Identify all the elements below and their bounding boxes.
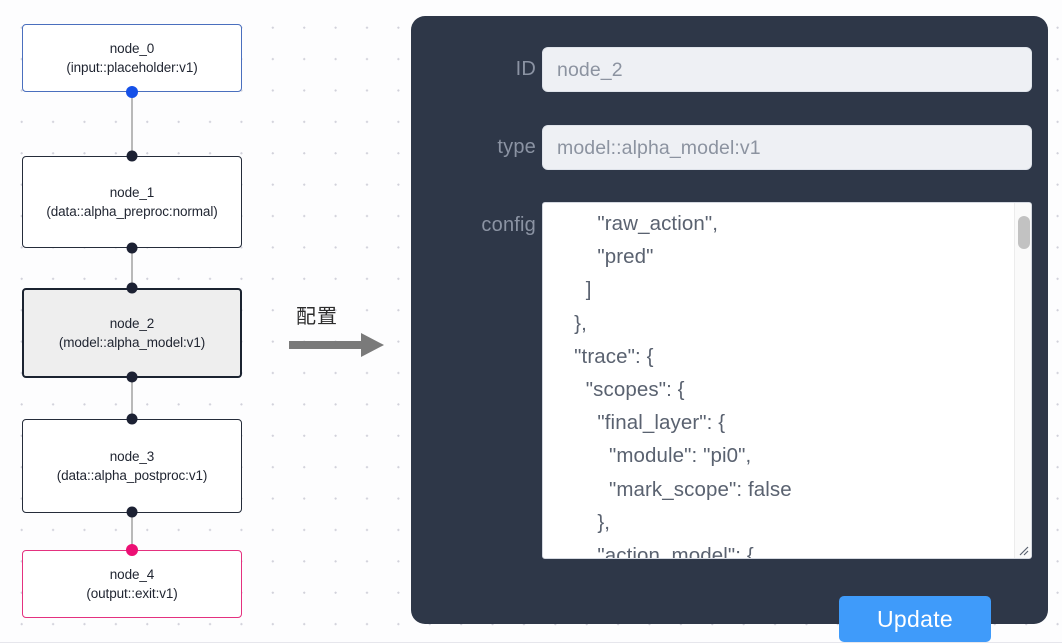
node-config-panel: ID node_2 type model::alpha_model:v1 con… [411,16,1048,642]
edge-node3-node4 [131,512,133,549]
field-row-config: config "raw_action", "pred" ] }, "trace"… [411,202,1032,559]
graph-node-label: node_1(data::alpha_preproc:normal) [46,185,218,219]
edge-node0-node1 [131,92,133,156]
resize-handle-icon[interactable] [1014,541,1030,557]
id-field-label: ID [515,58,536,80]
right-arrow-icon [289,333,384,357]
config-textarea-wrapper[interactable]: "raw_action", "pred" ] }, "trace": { "sc… [542,202,1032,559]
graph-node-node_3[interactable]: node_3(data::alpha_postproc:v1) [22,419,242,513]
graph-node-node_4[interactable]: node_4(output::exit:v1) [22,550,242,618]
graph-node-node_1[interactable]: node_1(data::alpha_preproc:normal) [22,156,242,248]
graph-node-label: node_2(model::alpha_model:v1) [58,316,206,350]
node-handle-target-node_2[interactable] [126,282,138,294]
edge-node1-node2 [131,248,133,288]
graph-node-node_2[interactable]: node_2(model::alpha_model:v1) [22,288,242,378]
node-handle-target-node_3[interactable] [126,413,138,425]
edge-node2-node3 [131,377,133,418]
config-scrollbar[interactable] [1014,203,1031,558]
field-row-type: type model::alpha_model:v1 [411,125,1032,170]
type-field-label: type [497,136,536,158]
node-handle-source-node_3[interactable] [126,506,138,518]
node-handle-target-node_4[interactable] [126,544,138,556]
node-handle-source-node_2[interactable] [126,371,138,383]
config-textarea[interactable]: "raw_action", "pred" ] }, "trace": { "sc… [574,212,792,559]
graph-node-label: node_3(data::alpha_postproc:v1) [56,449,208,483]
id-input[interactable]: node_2 [542,47,1032,92]
graph-node-node_0[interactable]: node_0(input::placeholder:v1) [22,24,242,92]
node-handle-source-node_0[interactable] [126,86,138,98]
update-button[interactable]: Update [839,596,991,642]
config-scrollbar-thumb[interactable] [1018,216,1030,249]
config-field-label: config [481,214,536,236]
flow-label: 配置 [296,304,338,328]
node-handle-source-node_1[interactable] [126,242,138,254]
node-handle-target-node_1[interactable] [126,150,138,162]
graph-node-label: node_0(input::placeholder:v1) [66,41,198,75]
field-row-id: ID node_2 [411,47,1032,92]
graph-node-label: node_4(output::exit:v1) [86,567,178,601]
type-input[interactable]: model::alpha_model:v1 [542,125,1032,170]
